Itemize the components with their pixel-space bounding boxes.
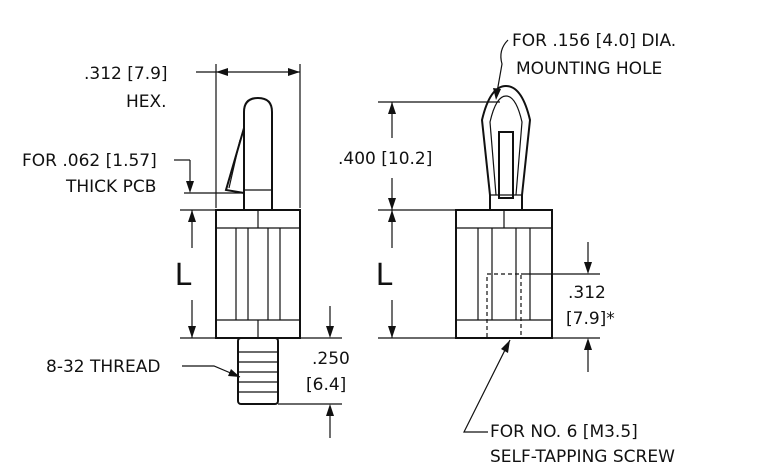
hex-word-label: HEX. [126, 92, 167, 112]
thread-length-label: .250 [312, 349, 350, 369]
l-right-arrow-top [388, 210, 396, 222]
depth-arrow-top [584, 262, 592, 274]
screw-hole-hidden [486, 273, 522, 339]
hole-leader [495, 39, 509, 99]
screw-label: FOR NO. 6 [M3.5] [490, 422, 638, 442]
left-hex-body [215, 209, 301, 339]
left-view [174, 64, 342, 438]
right-view [378, 39, 600, 433]
right-clip-inner [489, 95, 523, 196]
pcb-thickness-label: FOR .062 [1.57] [22, 151, 157, 171]
hole-leader-arrow [493, 88, 501, 100]
depth-arrow-bottom [584, 338, 592, 350]
clip-arrow-bottom [388, 198, 396, 210]
hex-arrow-left [216, 68, 228, 76]
labels: .312 [7.9] HEX. FOR .062 [1.57] THICK PC… [22, 31, 676, 467]
screw-depth-label: .312 [568, 283, 606, 303]
mounting-hole-label-line2: MOUNTING HOLE [516, 59, 662, 79]
length-label-right: L [376, 258, 393, 293]
screw-depth-metric-label: [7.9]* [566, 309, 615, 329]
l-right-arrow-bottom [388, 326, 396, 338]
thread-leader-arrow [228, 369, 240, 377]
right-clip-slot [498, 131, 514, 199]
left-post [243, 96, 273, 211]
length-label-left: L [175, 258, 192, 293]
hex-arrow-right [288, 68, 300, 76]
thread-arrow-top [326, 326, 334, 338]
screw-label-line2: SELF-TAPPING SCREW [490, 447, 675, 467]
left-latch-inner [228, 139, 241, 189]
left-thread-stud [237, 337, 279, 405]
pcb-label-line2: THICK PCB [65, 177, 156, 197]
l-left-arrow-bottom [188, 326, 196, 338]
thread-length-metric-label: [6.4] [306, 375, 346, 395]
pcb-arrow [186, 181, 194, 193]
clip-arrow-top [388, 102, 396, 114]
screw-leader-arrow [501, 340, 510, 353]
thread-arrow-bottom [326, 404, 334, 416]
clip-height-label: .400 [10.2] [338, 149, 432, 169]
screw-leader [463, 339, 511, 433]
l-left-arrow-top [188, 210, 196, 222]
thread-label: 8-32 THREAD [46, 357, 160, 377]
hex-dimension-label: .312 [7.9] [84, 64, 168, 84]
mounting-hole-label: FOR .156 [4.0] DIA. [512, 31, 676, 51]
